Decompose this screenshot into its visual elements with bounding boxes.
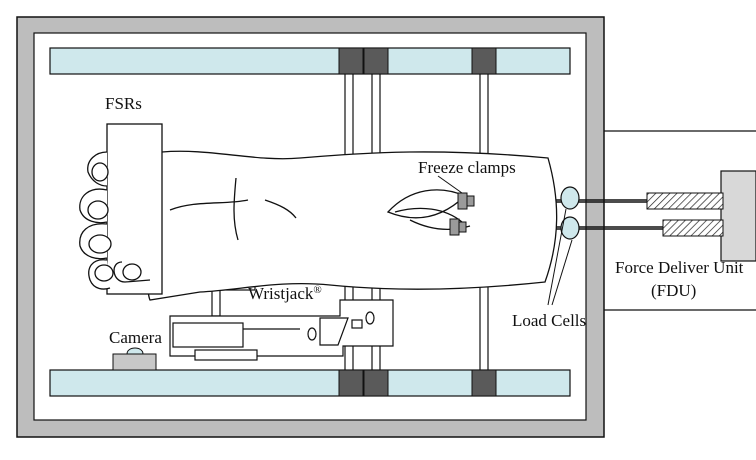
leader-lines — [437, 175, 573, 306]
rail-block — [471, 369, 497, 397]
label-fdu-line2: (FDU) — [651, 281, 696, 300]
bottom-rail — [49, 369, 571, 397]
load-cell-lower — [560, 216, 580, 240]
label-load-cells: Load Cells — [512, 311, 586, 330]
camera — [112, 347, 157, 371]
fdu-rod-lower — [662, 219, 724, 237]
arm-outline — [145, 150, 558, 301]
load-cells — [560, 186, 580, 240]
clamp-upper — [457, 192, 468, 210]
label-freeze-clamps: Freeze clamps — [418, 158, 516, 177]
rail-block — [338, 47, 364, 75]
label-fsrs: FSRs — [105, 94, 142, 113]
freeze-clamps — [449, 192, 475, 236]
rail-block — [338, 369, 364, 397]
label-wristjack: Wristjack® — [248, 284, 322, 303]
rail-block — [471, 47, 497, 75]
top-rail — [49, 47, 571, 75]
fdu-rod-upper — [646, 192, 724, 210]
clamp-lower — [449, 218, 460, 236]
fdu-housing — [604, 130, 756, 311]
rail-block — [363, 369, 389, 397]
load-cell-upper — [560, 186, 580, 210]
fdu-rods — [646, 192, 724, 237]
label-fdu-line1: Force Deliver Unit — [615, 258, 744, 277]
wristjack-registered-mark: ® — [313, 284, 321, 296]
hand — [79, 151, 151, 290]
rail-block — [363, 47, 389, 75]
label-camera: Camera — [109, 328, 162, 347]
